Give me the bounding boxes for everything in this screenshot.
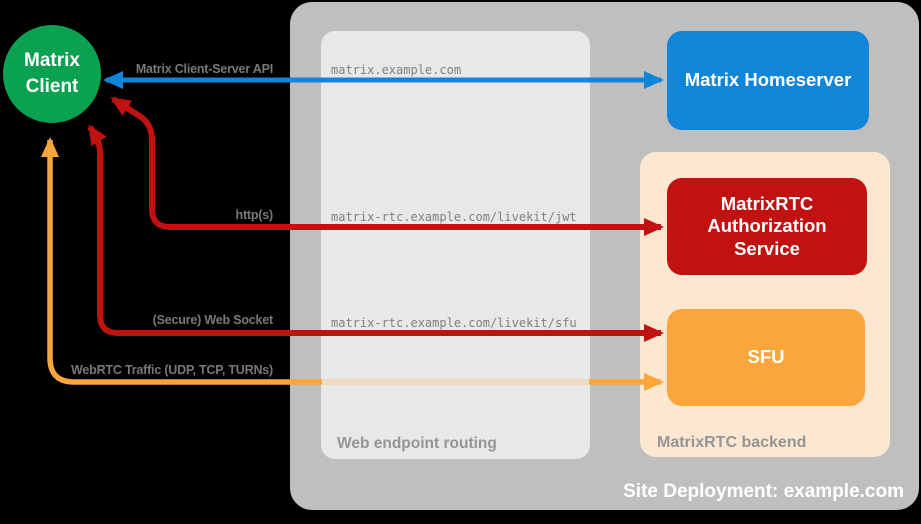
endpoint-matrix-example-com: matrix.example.com [331, 63, 462, 77]
web-endpoint-routing-box [321, 31, 590, 459]
websocket-arrow-label: (Secure) Web Socket [152, 313, 274, 327]
endpoint-livekit-sfu: matrix-rtc.example.com/livekit/sfu [331, 316, 577, 330]
sfu-label: SFU [747, 346, 785, 368]
matrixrtc-backend-label: MatrixRTC backend [657, 434, 807, 451]
matrix-homeserver-label: Matrix Homeserver [684, 69, 852, 91]
web-endpoint-routing-label: Web endpoint routing [337, 435, 497, 452]
site-deployment-label: Site Deployment: example.com [623, 481, 904, 502]
matrixrtc-authorization-service-node: MatrixRTC Authorization Service [667, 178, 867, 275]
webrtc-traffic-arrow-label: WebRTC Traffic (UDP, TCP, TURNs) [71, 363, 273, 377]
endpoint-livekit-jwt: matrix-rtc.example.com/livekit/jwt [331, 210, 577, 224]
matrix-homeserver-node: Matrix Homeserver [667, 31, 869, 130]
client-server-api-arrow-label: Matrix Client-Server API [135, 62, 273, 76]
https-arrow-label: http(s) [235, 208, 274, 222]
matrixrtc-authorization-service-label: MatrixRTC Authorization Service [707, 192, 827, 259]
sfu-node: SFU [667, 309, 865, 406]
matrix-client-label: Matrix Client [24, 50, 80, 97]
matrix-client-node: Matrix Client [3, 25, 101, 123]
